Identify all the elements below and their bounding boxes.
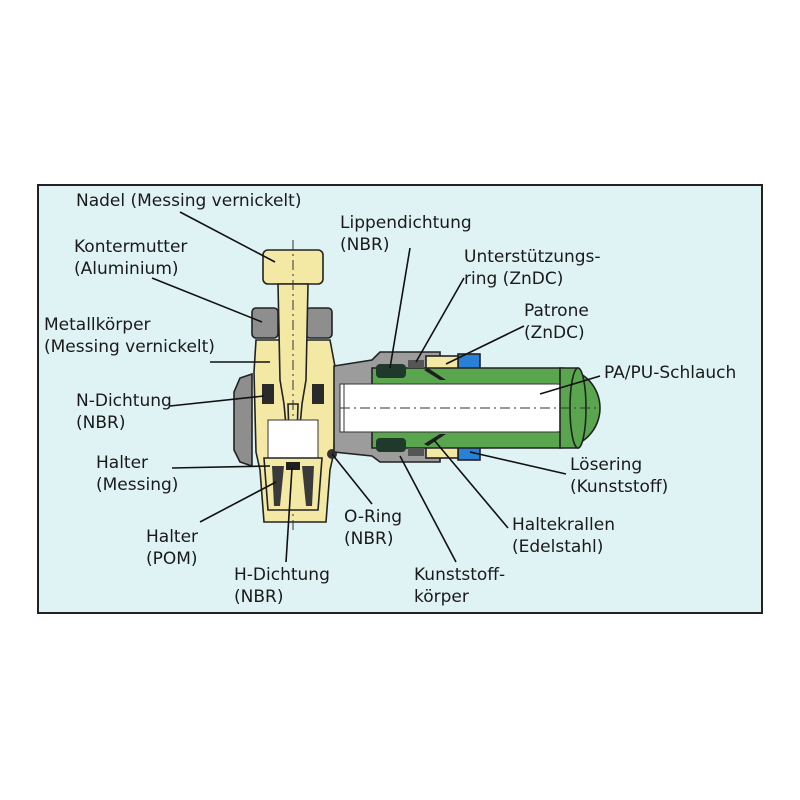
h-seal (286, 462, 300, 470)
label-metallkoerper: Metallkörper (Messing vernickelt) (44, 315, 215, 357)
leader-o-ring (331, 453, 373, 505)
support-ring-top (408, 360, 424, 368)
lock-nut-left (251, 307, 279, 339)
inner-bore (267, 419, 319, 459)
holder-pom-left (272, 466, 284, 506)
n-seal-right (312, 384, 324, 404)
label-halter-pom: Halter (POM) (146, 527, 203, 569)
label-schlauch: PA/PU-Schlauch (604, 363, 736, 383)
n-seal-left (262, 384, 274, 404)
label-o-ring: O-Ring (NBR) (344, 507, 408, 549)
label-haltekrallen: Haltekrallen (Edelstahl) (512, 515, 620, 557)
label-kontermutter: Kontermutter (Aluminium) (74, 237, 193, 279)
leader-h-dichtung (285, 467, 293, 563)
leader-kontermutter (151, 277, 263, 323)
leader-nadel (179, 211, 276, 263)
labels: Nadel (Messing vernickelt) Kontermutter … (44, 191, 736, 607)
leader-lines (151, 211, 601, 563)
label-unterstuetzungsring: Unterstützungs- ring (ZnDC) (464, 247, 606, 289)
label-patrone: Patrone (ZnDC) (524, 301, 594, 343)
support-ring-bottom (408, 448, 424, 456)
label-kunststoffkoerper: Kunststoff- körper (414, 565, 511, 607)
label-lippendichtung: Lippendichtung (NBR) (340, 213, 477, 255)
lip-seal-bottom (376, 438, 406, 452)
label-nadel: Nadel (Messing vernickelt) (76, 191, 301, 211)
leader-haltekrallen (433, 439, 509, 529)
lip-seal-top (376, 364, 406, 378)
label-n-dichtung: N-Dichtung (NBR) (76, 391, 177, 433)
leader-lippendichtung (389, 247, 411, 369)
holder-pom-right (302, 466, 314, 506)
label-loesering: Lösering (Kunststoff) (570, 455, 668, 497)
label-h-dichtung: H-Dichtung (NBR) (234, 565, 335, 607)
leader-patrone (445, 325, 525, 365)
label-halter-messing: Halter (Messing) (96, 453, 178, 495)
push-in-connector (333, 351, 601, 463)
leader-schlauch (539, 375, 601, 395)
leader-n-dichtung (169, 395, 265, 407)
leader-halter-messing (171, 465, 271, 469)
leader-halter-pom (199, 481, 277, 523)
lock-nut-right (305, 307, 333, 339)
valve-assembly (233, 240, 337, 530)
leader-kunststoffkoerper (399, 455, 457, 563)
leader-loesering (469, 451, 567, 475)
outer-sleeve-left (233, 372, 253, 468)
retaining-claw-top (424, 368, 446, 380)
leader-unterstuetzungsring (415, 277, 465, 363)
